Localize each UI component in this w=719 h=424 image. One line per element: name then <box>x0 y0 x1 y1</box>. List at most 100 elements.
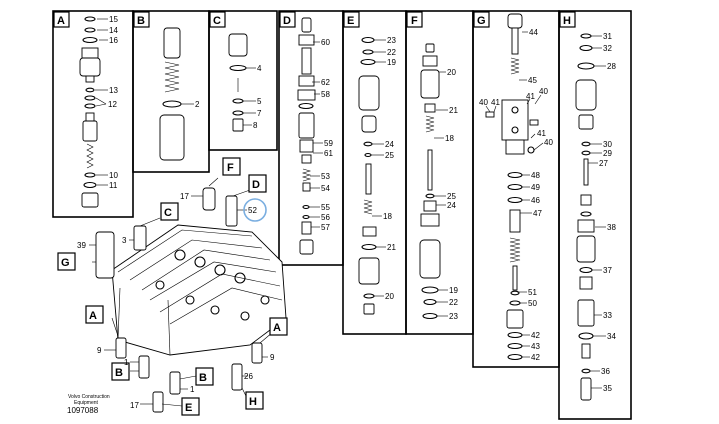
frame-f <box>405 10 474 335</box>
svg-text:9: 9 <box>97 346 102 355</box>
svg-text:29: 29 <box>603 149 612 158</box>
svg-text:1: 1 <box>190 385 195 394</box>
assembly-callouts: 17 52 3 39 9 9 1 1 26 17 <box>77 192 275 410</box>
svg-text:19: 19 <box>387 58 396 67</box>
svg-text:20: 20 <box>447 68 456 77</box>
section-label-b: B <box>137 15 145 27</box>
section-h-callouts: 31 32 28 30 29 27 38 37 33 34 36 35 <box>599 32 616 393</box>
svg-text:20: 20 <box>385 292 394 301</box>
svg-text:42: 42 <box>531 353 540 362</box>
svg-text:17: 17 <box>180 192 189 201</box>
section-d-callouts: 60 62 58 59 61 53 54 55 56 57 <box>321 38 333 232</box>
svg-text:32: 32 <box>603 44 612 53</box>
svg-text:1: 1 <box>124 358 129 367</box>
assembly-parts <box>89 177 274 413</box>
svg-text:24: 24 <box>447 201 456 210</box>
svg-text:22: 22 <box>449 298 458 307</box>
section-label-h: H <box>563 15 571 27</box>
section-b-parts <box>159 27 194 161</box>
brand-line2: Equipment <box>74 400 99 406</box>
svg-text:27: 27 <box>599 159 608 168</box>
svg-text:3: 3 <box>122 236 127 245</box>
section-frames <box>52 10 632 420</box>
svg-text:15: 15 <box>109 15 118 24</box>
svg-text:23: 23 <box>387 36 396 45</box>
svg-text:5: 5 <box>257 97 262 106</box>
svg-text:40: 40 <box>479 98 488 107</box>
drawing-info: Volvo Construction Equipment 1097088 <box>67 394 110 415</box>
section-e-callouts: 23 22 19 24 25 18 21 20 <box>383 36 396 301</box>
svg-text:17: 17 <box>130 401 139 410</box>
svg-text:31: 31 <box>603 32 612 41</box>
svg-text:48: 48 <box>531 171 540 180</box>
assembly-label-b-right: B <box>199 372 207 384</box>
svg-text:43: 43 <box>531 342 540 351</box>
valve-block <box>111 224 287 356</box>
svg-text:38: 38 <box>607 223 616 232</box>
svg-text:14: 14 <box>109 26 118 35</box>
drawing-number: 1097088 <box>67 406 99 415</box>
frame-c <box>208 10 278 151</box>
svg-text:12: 12 <box>108 100 117 109</box>
svg-text:24: 24 <box>385 140 394 149</box>
svg-text:51: 51 <box>528 288 537 297</box>
svg-text:25: 25 <box>385 151 394 160</box>
svg-text:35: 35 <box>603 384 612 393</box>
svg-text:59: 59 <box>324 139 333 148</box>
svg-text:28: 28 <box>607 62 616 71</box>
section-f-callouts: 20 21 18 25 24 19 22 23 <box>445 68 458 321</box>
section-g-callout-41b: 41 <box>537 129 546 138</box>
svg-text:30: 30 <box>603 140 612 149</box>
section-label-f: F <box>411 15 418 27</box>
svg-text:60: 60 <box>321 38 330 47</box>
svg-text:50: 50 <box>528 299 537 308</box>
section-f-parts <box>419 43 448 320</box>
assembly-label-h: H <box>249 396 257 408</box>
section-g-callouts: 44 45 40 41 40 41 40 48 49 46 47 51 50 4… <box>479 28 553 362</box>
svg-text:19: 19 <box>449 286 458 295</box>
assembly-label-f: F <box>227 162 234 174</box>
section-a-callouts: 15 14 16 13 12 10 11 <box>108 15 118 190</box>
svg-text:40: 40 <box>544 138 553 147</box>
assembly-label-c: C <box>164 207 172 219</box>
section-tabs: A B C D E F G H <box>53 11 576 28</box>
svg-text:18: 18 <box>445 134 454 143</box>
assembly-label-b-left: B <box>115 367 123 379</box>
svg-text:8: 8 <box>253 121 258 130</box>
assembly-label-d: D <box>252 179 260 191</box>
svg-text:40: 40 <box>539 87 548 96</box>
svg-text:58: 58 <box>321 90 330 99</box>
section-d-parts <box>297 17 323 255</box>
svg-text:45: 45 <box>528 76 537 85</box>
highlight-circle <box>243 198 267 222</box>
svg-text:55: 55 <box>321 203 330 212</box>
assembly-label-a-left: A <box>89 310 97 322</box>
svg-text:16: 16 <box>109 36 118 45</box>
brand-line1: Volvo Construction <box>68 394 110 400</box>
svg-text:18: 18 <box>383 212 392 221</box>
section-e-parts <box>358 36 386 315</box>
assembly-labels: F D C G A A B B E H <box>57 157 288 416</box>
svg-text:53: 53 <box>321 172 330 181</box>
svg-text:47: 47 <box>533 209 542 218</box>
svg-text:26: 26 <box>244 372 253 381</box>
section-h-parts <box>575 33 606 401</box>
svg-text:34: 34 <box>607 332 616 341</box>
svg-text:13: 13 <box>109 86 118 95</box>
svg-text:39: 39 <box>77 241 86 250</box>
svg-text:25: 25 <box>447 192 456 201</box>
svg-text:57: 57 <box>321 223 330 232</box>
svg-text:11: 11 <box>109 181 118 190</box>
svg-text:21: 21 <box>449 106 458 115</box>
svg-text:22: 22 <box>387 48 396 57</box>
section-c-parts <box>228 33 256 132</box>
svg-text:46: 46 <box>531 196 540 205</box>
svg-text:42: 42 <box>531 331 540 340</box>
svg-text:7: 7 <box>257 109 262 118</box>
svg-text:23: 23 <box>449 312 458 321</box>
svg-text:56: 56 <box>321 213 330 222</box>
assembly-label-g: G <box>61 257 70 269</box>
section-label-g: G <box>477 15 486 27</box>
svg-text:54: 54 <box>321 184 330 193</box>
